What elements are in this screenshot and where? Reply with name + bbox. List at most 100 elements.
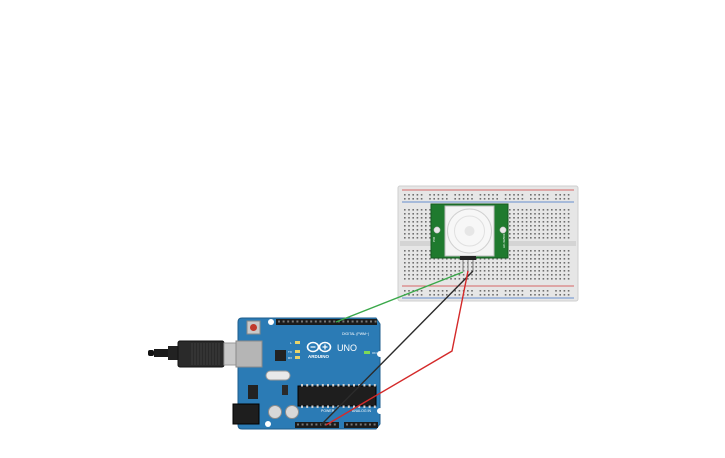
breadboard-hole [425,233,427,235]
signal-wire[interactable] [335,271,464,323]
label-l: L [290,341,292,345]
pir-sensor[interactable]: PIR HC-SR501 [430,203,509,271]
digital-pin-header[interactable] [276,319,377,325]
mount-hole-right-bottom [377,408,383,414]
breadboard-hole [437,262,440,264]
breadboard-hole [517,209,519,211]
breadboard-hole [425,217,427,219]
header-pin [365,320,368,323]
breadboard-hole [458,290,461,292]
breadboard-hole [567,254,570,256]
breadboard-hole [525,229,528,231]
breadboard-hole [563,274,566,276]
microcontroller-legs [301,384,376,408]
breadboard-hole [551,254,553,256]
breadboard-hole [412,274,414,276]
breadboard-hole [462,278,465,280]
breadboard-hole [437,290,440,292]
breadboard-hole [530,274,532,276]
breadboard-hole [416,294,419,296]
arduino-uno-board[interactable]: L TX RX ON ARDUINO UNO DIGITAL (PWM~) PO… [232,317,383,430]
breadboard-hole [521,233,524,235]
breadboard-hole [546,194,549,196]
breadboard-hole [509,290,511,292]
breadboard-hole [555,274,557,276]
breadboard-hole [530,294,532,296]
breadboard-hole [462,198,465,200]
pir-left-potentiometer [433,226,441,234]
usb-cable-collar [168,346,180,360]
breadboard-hole [567,198,570,200]
breadboard-hole [525,266,528,268]
breadboard-hole [559,217,561,219]
breadboard-hole [433,270,435,272]
breadboard-hole [496,194,498,196]
breadboard-hole [542,294,545,296]
breadboard-hole [517,294,519,296]
breadboard-hole [496,270,498,272]
breadboard-hole [429,250,431,252]
breadboard-hole [551,266,553,268]
breadboard-hole [488,258,490,260]
header-pin [351,320,354,323]
breadboard-hole [504,278,507,280]
breadboard-hole [546,237,549,239]
breadboard-hole [420,217,423,219]
header-pin [315,423,318,426]
breadboard-hole [496,266,498,268]
breadboard-hole [542,290,545,292]
breadboard-hole [567,266,570,268]
breadboard-hole [404,233,406,235]
breadboard-hole [563,198,566,200]
breadboard-hole [546,274,549,276]
mount-hole-right-top [377,351,383,357]
breadboard-hole [420,278,423,280]
breadboard-hole [567,221,570,223]
breadboard-hole [450,262,452,264]
breadboard-hole [504,270,507,272]
breadboard-hole [429,274,431,276]
breadboard-hole [412,266,414,268]
header-pin [278,320,280,323]
breadboard-hole [500,266,503,268]
breadboard-hole [530,262,532,264]
breadboard-hole [412,278,414,280]
breadboard-hole [538,278,540,280]
breadboard-hole [521,278,524,280]
breadboard-hole [425,266,427,268]
breadboard-hole [509,217,511,219]
header-pin [305,320,308,323]
breadboard-hole [458,194,461,196]
breadboard-hole [534,217,536,219]
breadboard-hole [425,254,427,256]
capacitor-left [268,405,282,419]
breadboard-hole [425,213,427,215]
mcu-leg [347,384,350,387]
breadboard-hole [525,237,528,239]
breadboard-hole [563,250,566,252]
power-wire[interactable] [325,270,469,426]
breadboard-hole [555,294,557,296]
header-pin [301,423,304,426]
header-pin [296,320,299,323]
breadboard-hole [530,198,532,200]
breadboard-hole [446,294,448,296]
breadboard-hole [534,229,536,231]
arduino-infinity-logo-icon [306,341,332,353]
breadboard-hole [504,294,507,296]
breadboard-hole [567,194,570,196]
breadboard-hole [404,225,406,227]
breadboard-hole [412,237,414,239]
breadboard-hole [450,266,452,268]
breadboard-hole [521,213,524,215]
breadboard-hole [429,270,431,272]
breadboard-hole [412,262,414,264]
breadboard-hole [429,225,431,227]
breadboard-hole [521,229,524,231]
ground-wire[interactable] [320,270,474,426]
breadboard-hole [563,270,566,272]
breadboard-hole [517,225,519,227]
breadboard-hole [559,258,561,260]
mount-hole-bottom-left [265,421,271,427]
breadboard-hole [416,225,419,227]
